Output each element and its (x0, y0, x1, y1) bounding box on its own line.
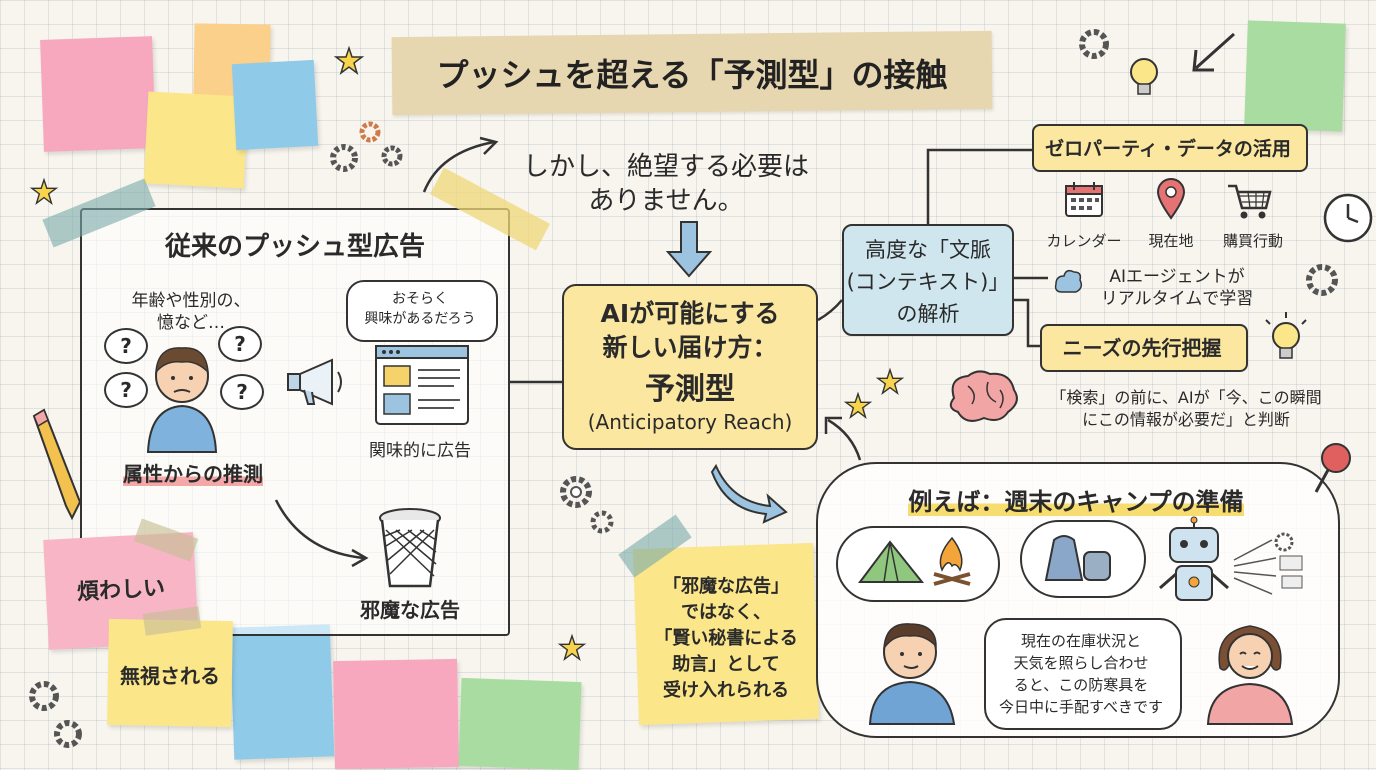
speech-line4: 今日中に手配すべきです (999, 698, 1163, 716)
center-line4: (Anticipatory Reach) (587, 410, 793, 434)
sticky-note-pink (40, 36, 156, 152)
zero-party-label-box (1032, 124, 1308, 172)
yellow-note-line4: 助言」として (672, 654, 780, 675)
needs-label-box (1040, 324, 1248, 372)
speech-line1: 現在の在庫状況と (1020, 632, 1141, 650)
gear-icon (29, 681, 82, 748)
clock-icon (1323, 193, 1373, 243)
arrow-example-to-center (824, 416, 862, 461)
center-concept-box (562, 284, 818, 450)
sticky-note-blue (231, 59, 319, 151)
context-line1: 高度な「文脈 (865, 238, 991, 262)
yellow-note-line5: 受け入れられる (663, 680, 789, 701)
needs-desc-line2: にこの情報が必要だ」と判断 (1082, 410, 1290, 429)
needs-label: ニーズの先行把握 (1062, 336, 1222, 360)
icon-label-location: 現在地 (1148, 232, 1194, 250)
pencil-icon (32, 408, 82, 521)
ai-cloud-icon (1054, 269, 1083, 293)
winter-gear-icon (1044, 535, 1111, 581)
down-arrow-icon (665, 221, 713, 278)
zero-party-label: ゼロパーティ・データの活用 (1045, 138, 1291, 160)
brain-icon (949, 370, 1018, 422)
ad-label: 関味的に広告 (369, 441, 471, 461)
megaphone-icon (287, 358, 342, 406)
lightbulb-icon (1265, 312, 1307, 359)
campfire-icon (933, 536, 971, 586)
gear-icon (1079, 29, 1109, 59)
speech-bubble-guess (346, 280, 498, 342)
person-icon (146, 347, 218, 453)
sticky-note-green-top (1244, 20, 1346, 132)
center-line3: 予測型 (645, 372, 735, 407)
center-line1: AIが可能にする (600, 299, 780, 328)
sticky-ignored-text: 無視される (120, 664, 220, 688)
speech-guess-line1: おそらく (392, 291, 448, 307)
robot-icon (1159, 516, 1229, 601)
star-icon (557, 633, 587, 662)
camping-bubble (836, 526, 1000, 602)
gear-icon (330, 121, 403, 172)
center-line2: 新しい届け方： (602, 333, 778, 362)
needs-desc-line1: 「検索」の前に、AIが「今、この瞬間 (1050, 388, 1322, 407)
context-analysis-box (842, 224, 1014, 336)
sticky-note-yellow (143, 91, 249, 189)
sticky-note-blue-bottom (229, 624, 335, 760)
intro-line2: ありません。 (588, 186, 744, 216)
intro-line1: しかし、絶望する必要は (522, 152, 809, 182)
gear-icon (1306, 264, 1338, 296)
trash-can-icon (379, 508, 441, 588)
context-line2: (コンテキスト)」 (846, 270, 1010, 294)
data-lines-icon (1233, 532, 1303, 595)
page-title: プッシュを超える「予測型」の接触 (436, 56, 948, 94)
location-pin-icon (1156, 178, 1186, 220)
assistant-speech-bubble (984, 618, 1182, 730)
sticky-note-pink-bottom (333, 658, 459, 770)
lightbulb-icon (1130, 58, 1158, 95)
ai-agent-line1: AIエージェントが (1109, 267, 1245, 287)
speech-line2: 天気を照らし合わせ (1013, 654, 1149, 672)
question-bubble: ? (218, 326, 262, 362)
push-pin-icon (1314, 443, 1351, 493)
question-bubble: ? (220, 374, 264, 410)
icon-label-purchase: 購買行動 (1222, 232, 1283, 250)
gear-icon (560, 476, 614, 534)
yellow-note-line2: ではなく、 (681, 602, 771, 623)
shopping-cart-icon (1228, 184, 1272, 219)
connector-left (510, 380, 564, 384)
attribute-note-2: 憶など… (157, 313, 225, 333)
star-icon (29, 177, 59, 206)
connector-right-tree (817, 148, 1048, 348)
arrow-guess-to-trash (274, 499, 369, 568)
context-line3: の解析 (896, 302, 960, 326)
arrow-pointer-icon (1192, 32, 1236, 72)
sticky-note-green-bottom (458, 677, 582, 770)
browser-ad-icon (375, 345, 469, 425)
speech-guess-line2: 興味があるだろう (364, 311, 476, 327)
speech-line3: ると、この防寒具を (1013, 676, 1149, 694)
example-heading: 例えば：週末のキャンプの準備 (908, 488, 1244, 516)
star-icon (875, 367, 905, 396)
tent-icon (858, 540, 925, 583)
question-bubble: ? (104, 372, 148, 408)
man-avatar (868, 623, 956, 725)
icon-label-calendar: カレンダー (1046, 232, 1122, 250)
arrow-to-example (710, 463, 788, 524)
calendar-icon (1065, 182, 1103, 217)
question-bubble: ? (104, 328, 148, 364)
yellow-note-line3: 「賢い秘書による (654, 628, 798, 649)
yellow-note-line1: 「邪魔な広告」 (663, 576, 789, 597)
attribute-note-1: 年齢や性別の、 (131, 291, 251, 311)
traditional-heading: 従来のプッシュ型広告 (164, 232, 425, 262)
arrow-up-right (422, 136, 499, 193)
star-icon (333, 45, 365, 75)
star-icon (843, 391, 873, 420)
trash-label: 邪魔な広告 (360, 598, 460, 622)
guess-label: 属性からの推測 (123, 462, 263, 486)
woman-avatar (1206, 625, 1294, 725)
ai-agent-line2: リアルタイムで学習 (1100, 289, 1254, 309)
